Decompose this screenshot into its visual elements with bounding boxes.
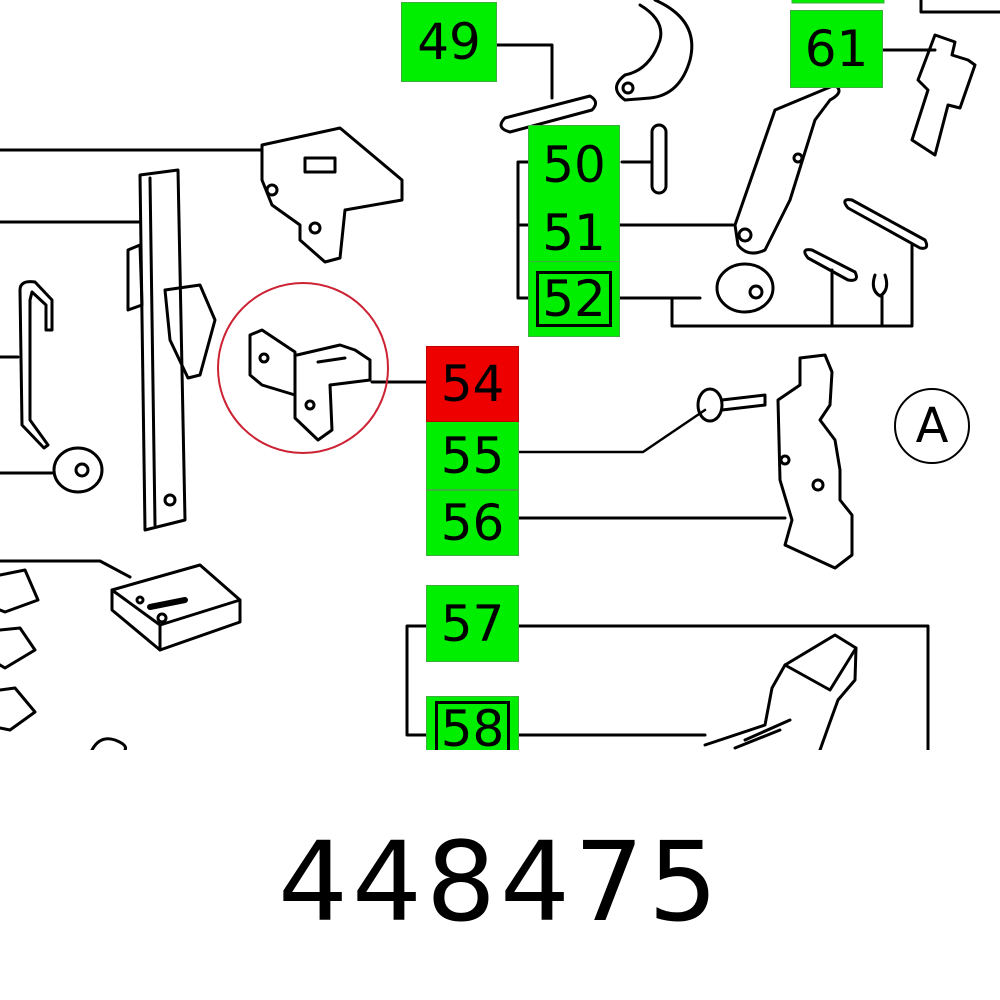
- callout-58[interactable]: 58: [426, 696, 519, 750]
- part-number: 448475: [278, 818, 722, 946]
- view-label-circle: A: [894, 388, 970, 464]
- callout-61-label: 61: [804, 20, 869, 78]
- callout-58-label: 58: [434, 701, 511, 750]
- line-drawing: [0, 0, 1000, 750]
- callout-49[interactable]: 49: [401, 2, 497, 82]
- callout-56[interactable]: 56: [426, 490, 519, 556]
- callout-49-label: 49: [417, 13, 481, 71]
- callout-61[interactable]: 61: [790, 10, 883, 88]
- callout-54[interactable]: 54: [426, 346, 519, 422]
- callout-52[interactable]: 52: [528, 262, 620, 337]
- callout-50[interactable]: 50: [528, 125, 620, 205]
- callout-55-label: 55: [440, 426, 505, 485]
- callout-51-label: 51: [542, 203, 606, 262]
- callout-57[interactable]: 57: [426, 585, 519, 662]
- callout-51[interactable]: 51: [528, 204, 620, 262]
- callout-50-label: 50: [542, 136, 606, 194]
- view-label-text: A: [915, 398, 949, 454]
- callout-56-label: 56: [440, 494, 505, 552]
- callout-55[interactable]: 55: [426, 422, 519, 490]
- parts-diagram: 49 50 51 52 54 55 56 57 58 61 A: [0, 0, 1000, 750]
- callout-52-label: 52: [536, 271, 612, 327]
- callout-54-label: 54: [440, 355, 505, 413]
- callout-57-label: 57: [440, 594, 505, 653]
